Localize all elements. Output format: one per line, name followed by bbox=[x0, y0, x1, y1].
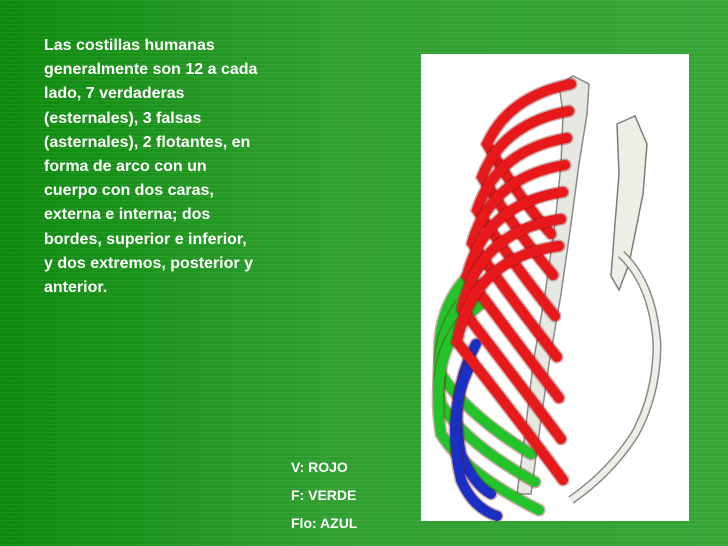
true-rib bbox=[481, 79, 576, 239]
ribs-back bbox=[431, 257, 546, 521]
ribs-front bbox=[450, 77, 578, 487]
true-rib bbox=[471, 133, 572, 321]
spine bbox=[516, 75, 590, 495]
true-rib bbox=[461, 187, 568, 403]
ribs-description: Las costillas humanas generalmente son 1… bbox=[44, 37, 258, 297]
rib-cage-figure bbox=[421, 54, 689, 521]
legend-floating-ribs: Flo: AZUL bbox=[291, 515, 358, 531]
rib-cage-illustration-icon bbox=[431, 75, 662, 521]
legend-true-ribs: V: ROJO bbox=[291, 459, 348, 475]
color-legend: V: ROJO F: VERDE Flo: AZUL bbox=[291, 458, 357, 542]
true-rib bbox=[466, 160, 570, 362]
floating-rib bbox=[450, 357, 502, 521]
legend-false-ribs: F: VERDE bbox=[291, 487, 357, 503]
true-rib bbox=[451, 241, 568, 485]
costal-cartilage bbox=[568, 250, 662, 504]
